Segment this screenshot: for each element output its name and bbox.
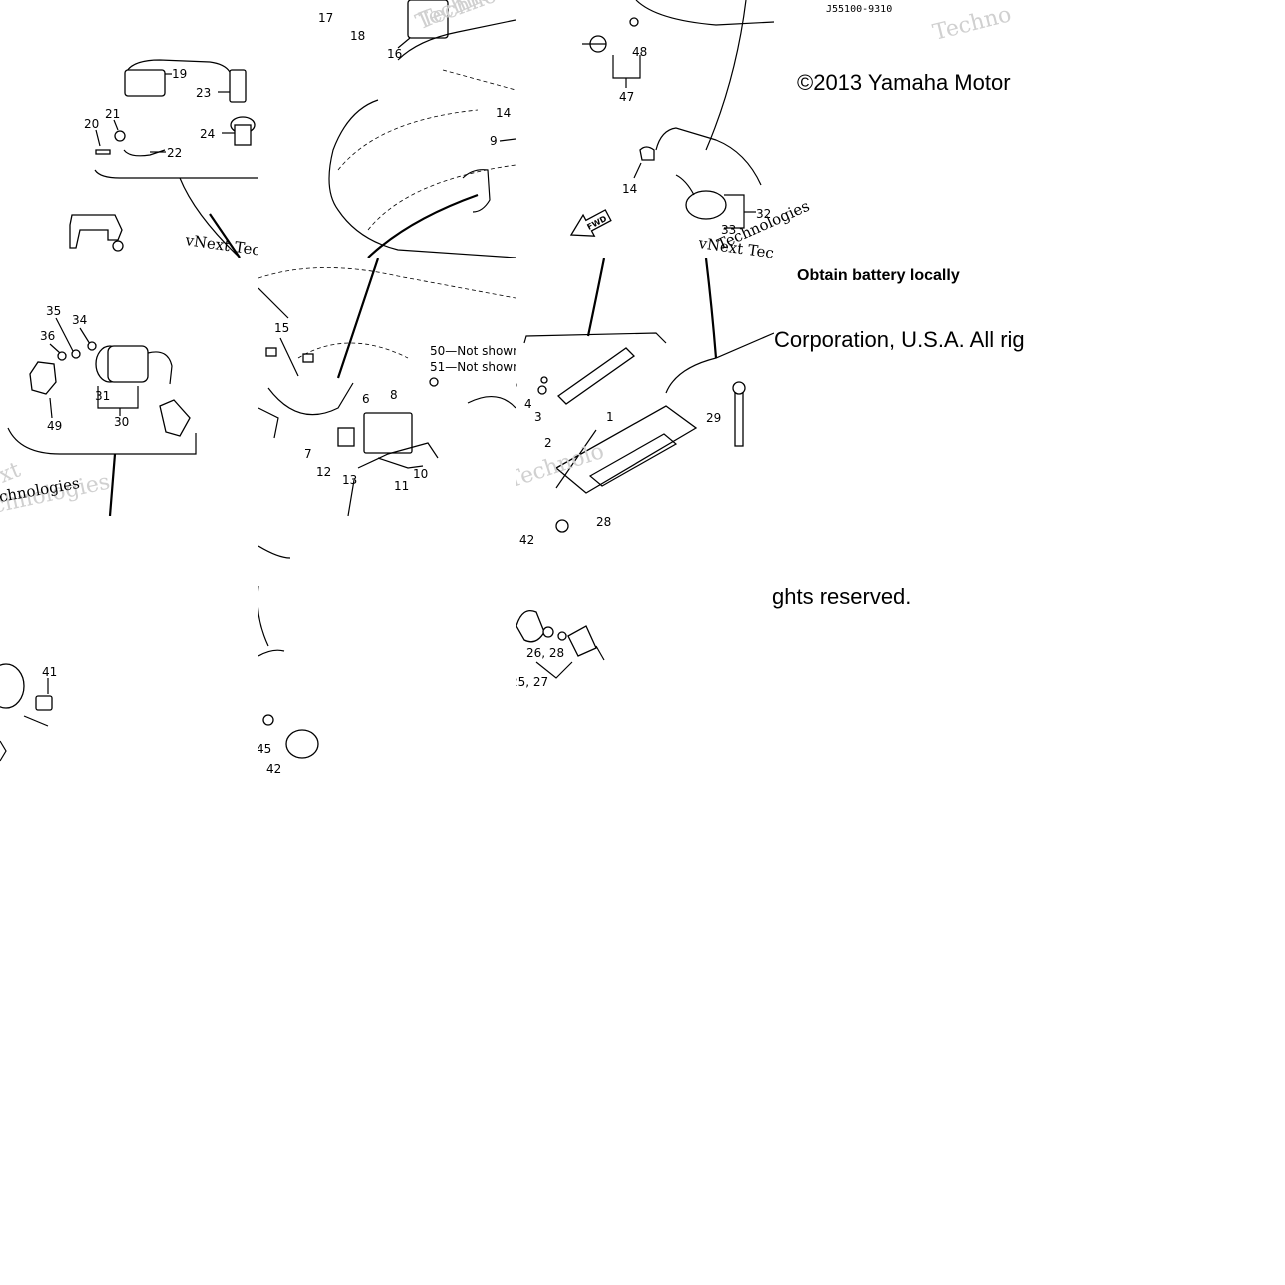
- diagram-tile-starter: 35 34 36 49 31 30 ext chnologies: [0, 258, 258, 516]
- watermark-text: Techno: [417, 0, 501, 34]
- diagram-tile-harness: 45 42: [258, 516, 516, 774]
- drawing-code: J55100-9310: [826, 4, 893, 15]
- part-label-32: 32: [756, 207, 771, 221]
- part-label-22: 22: [167, 146, 182, 160]
- fwd-arrow-icon: FWD: [569, 209, 612, 237]
- part-label-26-28: 26, 28: [526, 646, 564, 660]
- part-label-42: 42: [266, 762, 281, 774]
- part-label-2: 2: [544, 436, 552, 450]
- part-label-23: 23: [196, 86, 211, 100]
- part-label-30: 30: [114, 415, 129, 429]
- part-label-17: 17: [318, 11, 333, 25]
- part-label-21: 21: [105, 107, 120, 121]
- battery-note: Obtain battery locally: [797, 267, 960, 284]
- part-label-13: 13: [342, 473, 357, 487]
- part-label-48: 48: [632, 45, 647, 59]
- diagram-tile-fuse: 42 28 26, 28 25, 27: [516, 516, 774, 774]
- copyright-line-3: ghts reserved.: [772, 584, 912, 610]
- diagram-tile-fender: 17 18 16 14 9 Techno: [258, 0, 516, 258]
- diagram-tile-battery-tray: 1 2 3 4 5 29 43 44 46 Technolo: [516, 258, 774, 516]
- copyright-line-1: ©2013 Yamaha Motor: [797, 70, 1011, 96]
- watermark-text: Techno: [930, 2, 1014, 46]
- part-label-6: 6: [362, 392, 370, 406]
- part-label-35: 35: [46, 304, 61, 318]
- part-label-14: 14: [622, 182, 637, 196]
- part-label-33: 33: [721, 223, 736, 237]
- part-label-19: 19: [172, 67, 187, 81]
- part-label-25-27: 25, 27: [516, 675, 548, 689]
- part-label-14: 14: [496, 106, 511, 120]
- part-label-1: 1: [606, 410, 614, 424]
- watermark-text: vNext Technologies: [696, 234, 774, 258]
- part-label-7: 7: [304, 447, 312, 461]
- part-label-15: 15: [274, 321, 289, 335]
- part-label-49: 49: [47, 419, 62, 433]
- copyright-line-2: Corporation, U.S.A. All rig: [774, 327, 1030, 353]
- part-label-28: 28: [596, 516, 611, 529]
- diagram-tile-relay: 19 23 21 20 22 24 vNext Tec: [0, 0, 258, 258]
- part-label-29: 29: [706, 411, 721, 425]
- part-label-36: 36: [40, 329, 55, 343]
- not-shown-51: 51—Not shown: [430, 360, 516, 374]
- diagram-tile-ignition-switch: 48 47 14 32 33 FWD vNext Technologies: [516, 0, 774, 258]
- part-label-16: 16: [387, 47, 402, 61]
- part-label-31: 31: [95, 389, 110, 403]
- not-shown-50: 50—Not shown: [430, 344, 516, 358]
- diagram-tile-horn: 41: [0, 516, 258, 774]
- diagram-tile-battery: 15 6 8 10 11 12 13 7 37 40 39 38 50—Not …: [258, 258, 516, 516]
- part-label-24: 24: [200, 127, 215, 141]
- part-label-12: 12: [316, 465, 331, 479]
- part-label-18: 18: [350, 29, 365, 43]
- part-label-8: 8: [390, 388, 398, 402]
- part-label-41: 41: [42, 665, 57, 679]
- part-label-42: 42: [519, 533, 534, 547]
- watermark-text: vNext Tec: [183, 231, 258, 258]
- part-label-11: 11: [394, 479, 409, 493]
- part-label-34: 34: [72, 313, 87, 327]
- part-label-9: 9: [490, 134, 498, 148]
- part-label-45: 45: [258, 742, 271, 756]
- part-label-3: 3: [534, 410, 542, 424]
- part-label-20: 20: [84, 117, 99, 131]
- part-label-5: 5: [516, 377, 518, 391]
- part-label-4: 4: [524, 397, 532, 411]
- part-label-10: 10: [413, 467, 428, 481]
- part-label-47: 47: [619, 90, 634, 104]
